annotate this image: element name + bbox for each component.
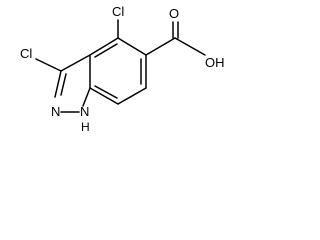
bond-c4-c5 <box>117 37 147 56</box>
bond-cacid-oh <box>174 37 206 56</box>
bond-cl-c3 <box>35 58 62 72</box>
nitrogen-label: N <box>51 104 60 119</box>
bond-c7-c7a-inner <box>94 85 118 99</box>
chlorine-left-label: Cl <box>20 46 32 61</box>
bond-c6-c7 <box>117 87 147 105</box>
bond-c3a-c4-inner <box>94 43 118 58</box>
chemical-structure: Cl Cl N N H O OH <box>20 4 225 134</box>
hydrogen-label: H <box>81 120 90 134</box>
bond-c6-cacid <box>145 37 176 56</box>
bond-c3a-c4 <box>89 37 119 56</box>
bond-c3a-c3 <box>60 54 91 72</box>
bond-c3-n2-inner <box>60 73 67 96</box>
bond-c3-n2 <box>54 70 62 98</box>
nh-label: N <box>80 104 89 119</box>
oxygen-carbonyl-label: O <box>169 6 179 21</box>
chlorine-top-label: Cl <box>112 4 124 19</box>
atom-label-group: Cl Cl N N H O OH <box>20 4 225 134</box>
hydroxyl-label: OH <box>205 55 225 70</box>
bond-group <box>35 19 206 113</box>
structure-canvas: Cl Cl N N H O OH <box>20 4 225 134</box>
bond-n1-c7a <box>82 87 91 107</box>
bond-c7-c7a <box>89 87 119 105</box>
